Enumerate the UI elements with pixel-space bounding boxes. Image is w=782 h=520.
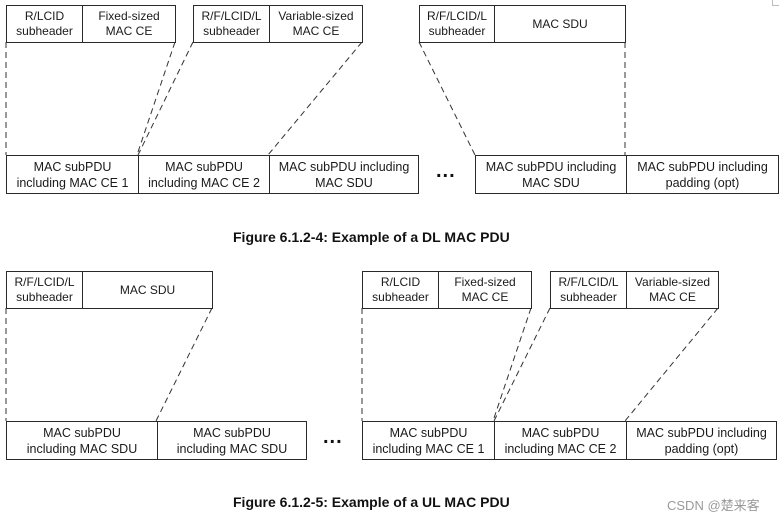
dl-top-1-subheader: R/LCID subheader — [16, 9, 73, 38]
ul-top-group-1: R/F/LCID/L subheader MAC SDU — [6, 271, 213, 309]
dl-subpdu-mac-ce-2: MAC subPDU including MAC CE 2 — [138, 156, 269, 193]
dl-subpdu-mac-sdu-2: MAC subPDU including MAC SDU — [485, 159, 617, 190]
ul-subpdu-mac-sdu-2: MAC subPDU including MAC SDU — [157, 422, 306, 459]
ul-top-1-subheader: R/F/LCID/L subheader — [14, 275, 75, 304]
connector-dl-3-left — [418, 41, 476, 156]
ul-figure-caption: Figure 6.1.2-5: Example of a UL MAC PDU — [233, 494, 510, 510]
ul-subpdu-mac-ce-1: MAC subPDU including MAC CE 1 — [372, 425, 485, 456]
ul-top-group-3: R/F/LCID/L subheader Variable-sized MAC … — [550, 271, 719, 309]
ul-top-group-2: R/LCID subheader Fixed-sized MAC CE — [362, 271, 532, 309]
ul-subpdu-padding: MAC subPDU including padding (opt) — [626, 422, 776, 459]
dl-top-2-subheader: R/F/LCID/L subheader — [201, 9, 262, 38]
ul-top-3-subheader: R/F/LCID/L subheader — [558, 275, 619, 304]
dl-top-3-mac-sdu: MAC SDU — [494, 6, 625, 42]
dl-bottom-group-2: MAC subPDU including MAC SDU MAC subPDU … — [475, 155, 779, 194]
ul-top-2-subheader: R/LCID subheader — [372, 275, 429, 304]
ul-bottom-group-1: MAC subPDU including MAC SDU MAC subPDU … — [6, 421, 307, 460]
ul-top-2-mac-ce: Fixed-sized MAC CE — [438, 272, 531, 308]
ul-subpdu-mac-ce-2: MAC subPDU including MAC CE 2 — [494, 422, 626, 459]
dl-ellipsis: ... — [436, 160, 456, 182]
dl-subpdu-mac-sdu: MAC subPDU including MAC SDU — [269, 156, 418, 193]
connector-ul-1-right — [155, 307, 213, 422]
watermark: CSDN @楚来客 — [667, 498, 760, 513]
dl-top-group-1: R/LCID subheader Fixed-sized MAC CE — [6, 5, 176, 43]
ul-ellipsis: ... — [323, 426, 343, 448]
dl-subpdu-mac-ce-1: MAC subPDU including MAC CE 1 — [16, 159, 129, 190]
corner-mark — [772, 0, 779, 6]
dl-top-group-2: R/F/LCID/L subheader Variable-sized MAC … — [193, 5, 363, 43]
dl-figure-caption: Figure 6.1.2-4: Example of a DL MAC PDU — [233, 229, 510, 245]
dl-top-group-3: R/F/LCID/L subheader MAC SDU — [419, 5, 626, 43]
connector-ul-2-right — [492, 307, 532, 422]
connector-dl-1-right — [136, 41, 176, 156]
dl-subpdu-padding: MAC subPDU including padding (opt) — [626, 156, 778, 193]
dl-top-1-mac-ce: Fixed-sized MAC CE — [82, 6, 175, 42]
ul-subpdu-mac-sdu-1: MAC subPDU including MAC SDU — [26, 425, 138, 456]
connector-ul-3-left — [493, 307, 551, 422]
connector-dl-2-right — [267, 41, 363, 156]
dl-bottom-group-1: MAC subPDU including MAC CE 1 MAC subPDU… — [6, 155, 419, 194]
connector-dl-2-left — [137, 41, 194, 156]
ul-bottom-group-2: MAC subPDU including MAC CE 1 MAC subPDU… — [362, 421, 777, 460]
dl-top-3-subheader: R/F/LCID/L subheader — [426, 9, 487, 38]
connector-ul-3-right — [624, 307, 719, 422]
ul-top-1-mac-sdu: MAC SDU — [82, 272, 212, 308]
ul-top-3-mac-ce: Variable-sized MAC CE — [626, 272, 718, 308]
dl-top-2-mac-ce: Variable-sized MAC CE — [269, 6, 362, 42]
